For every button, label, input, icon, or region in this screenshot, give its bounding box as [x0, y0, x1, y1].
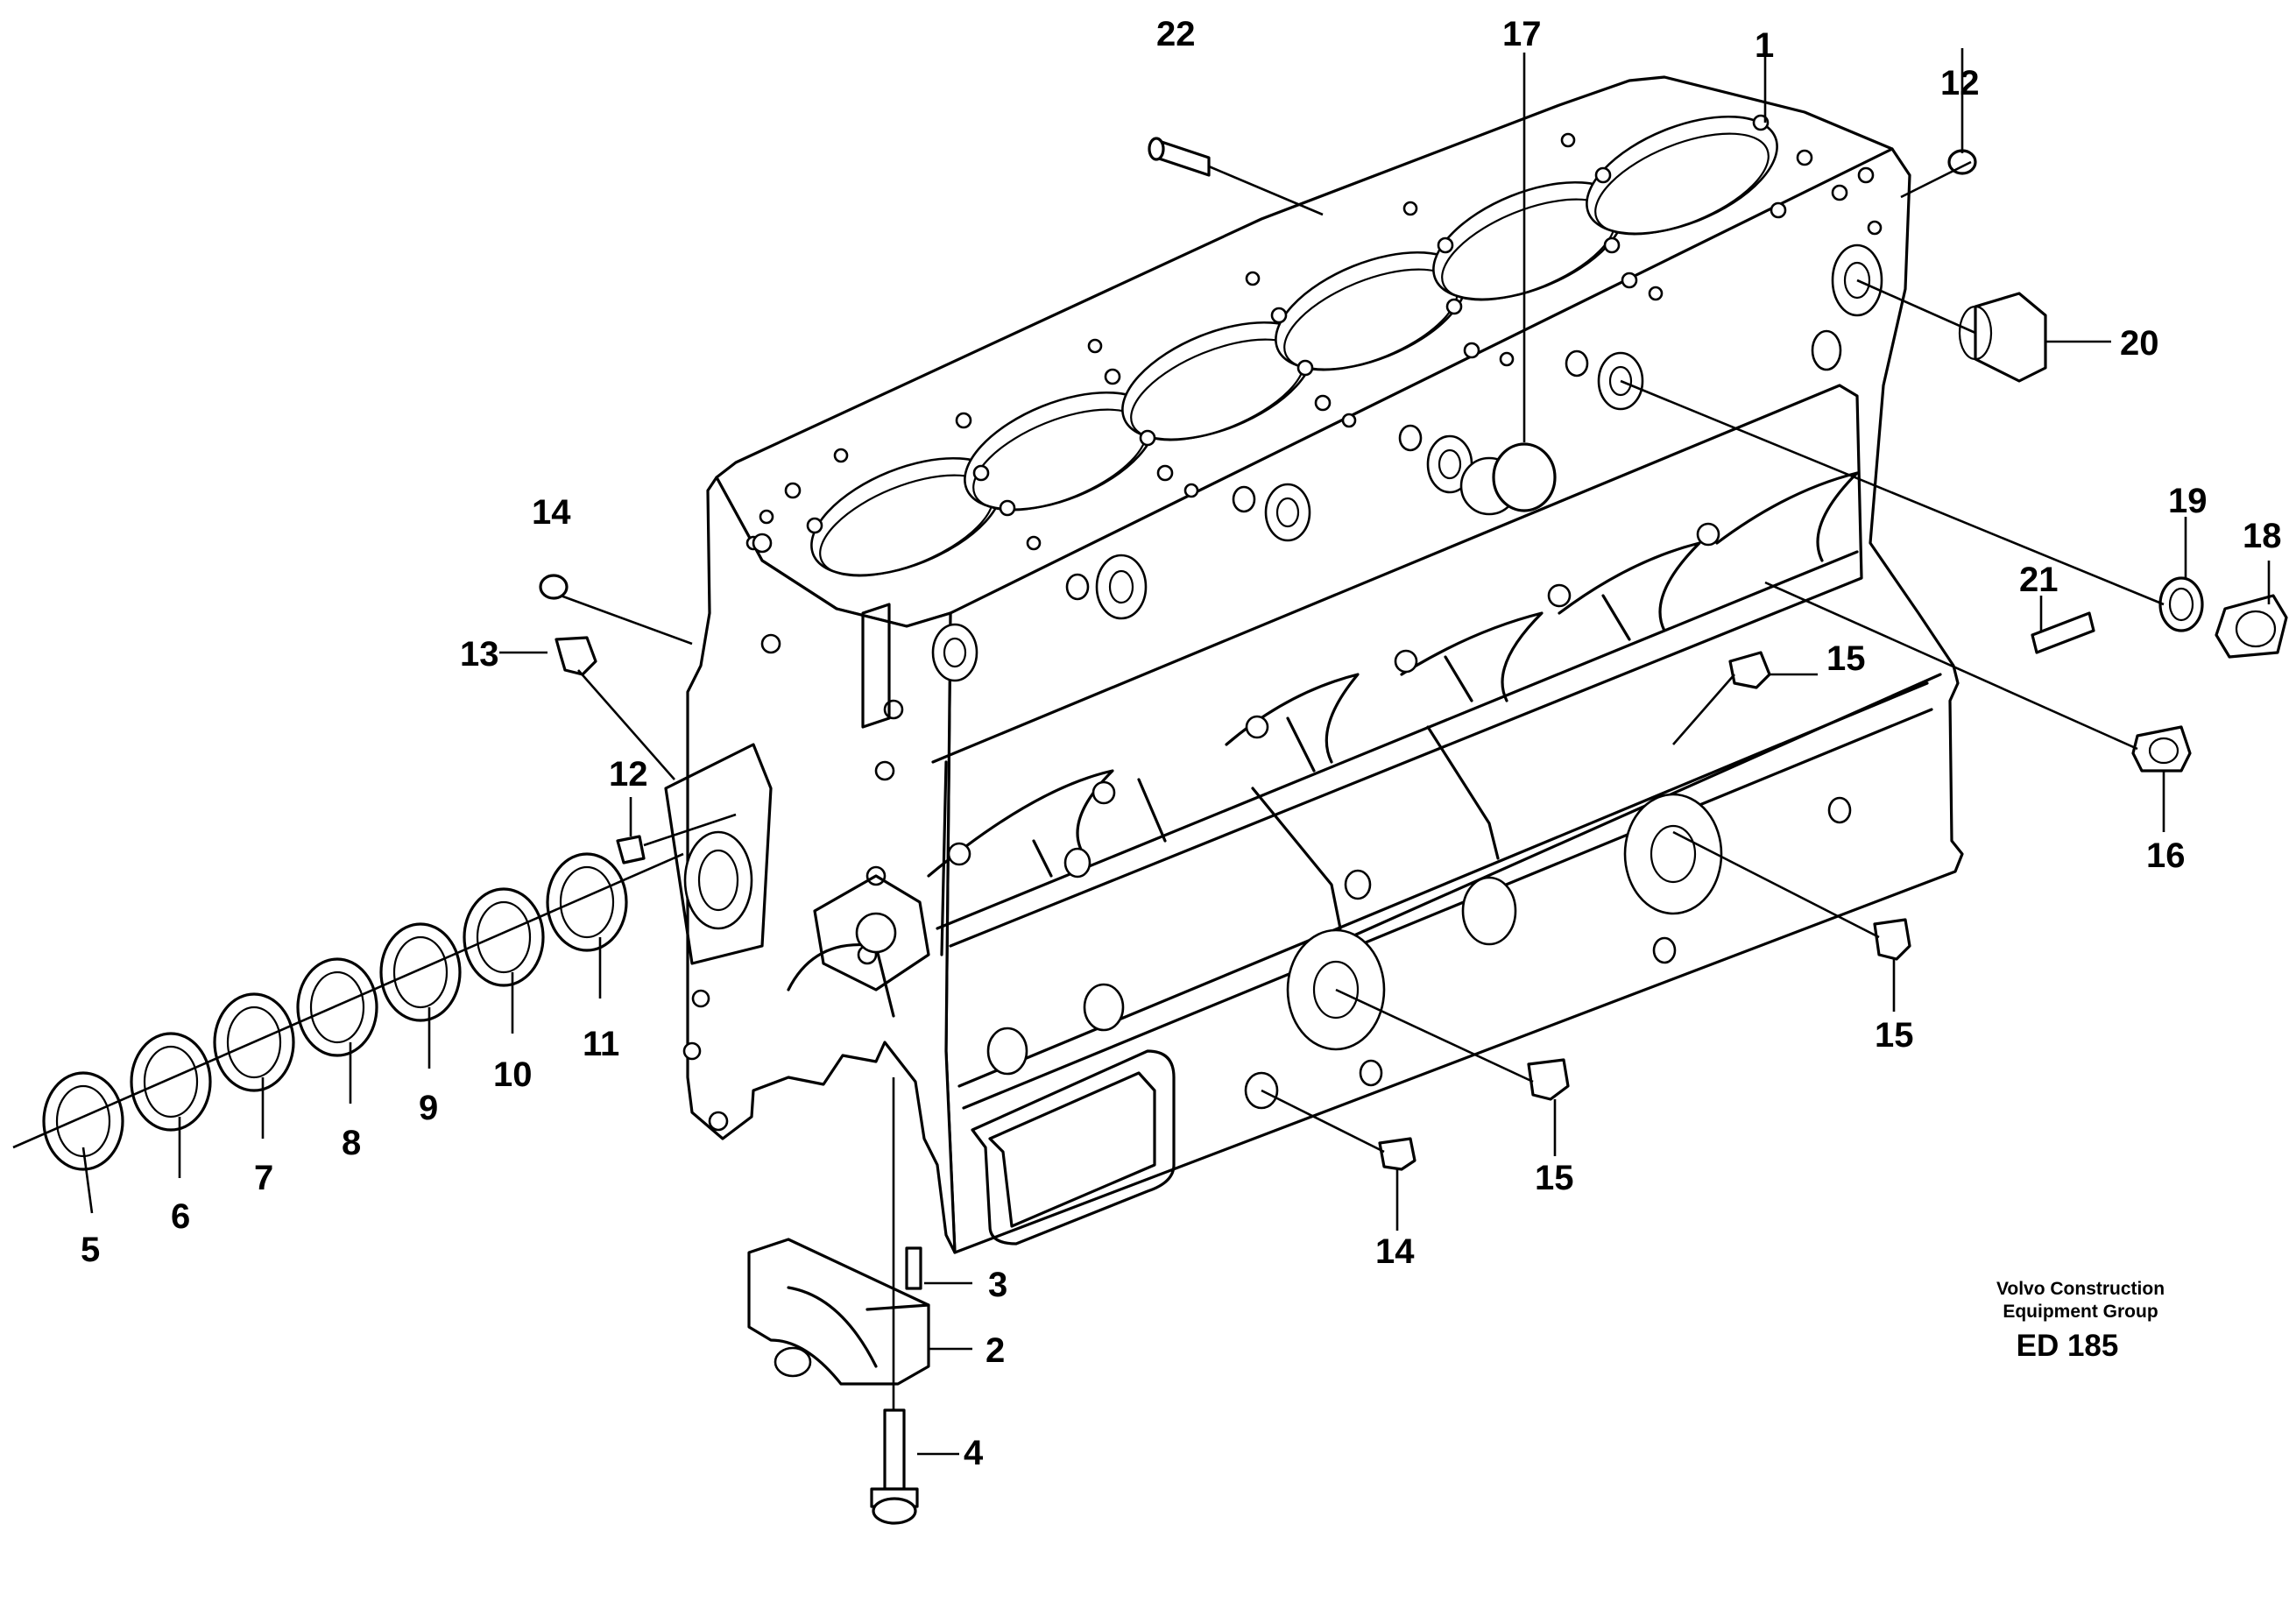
callout-13: 13 [460, 635, 499, 674]
callout-4: 4 [964, 1434, 984, 1472]
callout-16: 16 [2146, 836, 2186, 875]
publisher-line-1: Volvo Construction [1996, 1279, 2165, 1299]
dowel-pin-3 [905, 1246, 922, 1290]
seal-ring-19 [2158, 576, 2204, 632]
plug-18 [2215, 594, 2288, 659]
callout-7: 7 [254, 1159, 273, 1197]
drawing-code: ED 185 [2017, 1329, 2119, 1363]
callout-14-left: 14 [532, 493, 571, 532]
callout-6: 6 [171, 1197, 190, 1236]
publisher-line-2: Equipment Group [2003, 1302, 2158, 1322]
bushing-10 [463, 887, 545, 987]
bearing-bulkheads [927, 471, 1859, 930]
plug-15a [1728, 651, 1771, 689]
bushing-5 [42, 1071, 124, 1171]
plug-16 [2131, 725, 2192, 773]
callout-labels: 22 17 1 12 20 19 18 21 15 16 15 15 14 14… [81, 15, 2282, 1472]
main-bearing-cap [747, 1238, 930, 1386]
bushing-8 [296, 957, 378, 1057]
plug-12b [616, 835, 646, 864]
plug-13 [555, 636, 597, 676]
callout-10: 10 [493, 1055, 533, 1094]
callout-14-lower: 14 [1375, 1232, 1415, 1271]
callout-9: 9 [419, 1089, 438, 1127]
deck-bolt-holes [745, 114, 1883, 551]
plug-17 [1492, 442, 1557, 512]
camshaft-bushings [12, 852, 684, 1171]
plug-20 [1958, 292, 2047, 383]
bearing-cap-bolt-4 [870, 1408, 919, 1525]
bushing-6 [130, 1032, 212, 1132]
front-face-details [664, 533, 930, 1132]
callout-5: 5 [81, 1231, 100, 1269]
callout-19: 19 [2168, 482, 2208, 520]
callout-15-lower: 15 [1535, 1159, 1574, 1197]
callout-3: 3 [988, 1266, 1007, 1304]
callout-11: 11 [583, 1025, 619, 1063]
callout-12-top: 12 [1940, 64, 1980, 102]
pin-22 [1148, 137, 1211, 177]
plug-14b [1378, 1137, 1416, 1171]
callout-1: 1 [1755, 26, 1774, 65]
cylinder-bores [810, 115, 1778, 577]
callout-17: 17 [1502, 15, 1542, 53]
crankcase-outline [931, 384, 1863, 948]
plug-14a [539, 574, 569, 600]
bushing-11 [546, 852, 628, 952]
plug-15c [1527, 1058, 1570, 1101]
leader-lines [81, 48, 2271, 1456]
callout-8: 8 [342, 1124, 361, 1162]
callout-15-upper: 15 [1826, 639, 1866, 678]
callout-18: 18 [2243, 517, 2282, 555]
callout-12-left: 12 [609, 755, 648, 794]
callout-15-right: 15 [1875, 1016, 1914, 1055]
callout-21: 21 [2019, 561, 2059, 599]
block-side-ports [931, 243, 1883, 682]
callout-2: 2 [986, 1331, 1005, 1370]
callout-22: 22 [1156, 15, 1196, 53]
callout-20: 20 [2120, 324, 2159, 363]
loose-parts [12, 48, 2288, 1525]
publisher-block: Volvo Construction Equipment Group ED 18… [1996, 1279, 2165, 1363]
plug-15b [1873, 918, 1911, 961]
pin-21 [2031, 611, 2095, 654]
lower-bosses [971, 793, 1852, 1246]
bushing-9 [379, 922, 462, 1022]
cylinder-block [664, 75, 1964, 1254]
